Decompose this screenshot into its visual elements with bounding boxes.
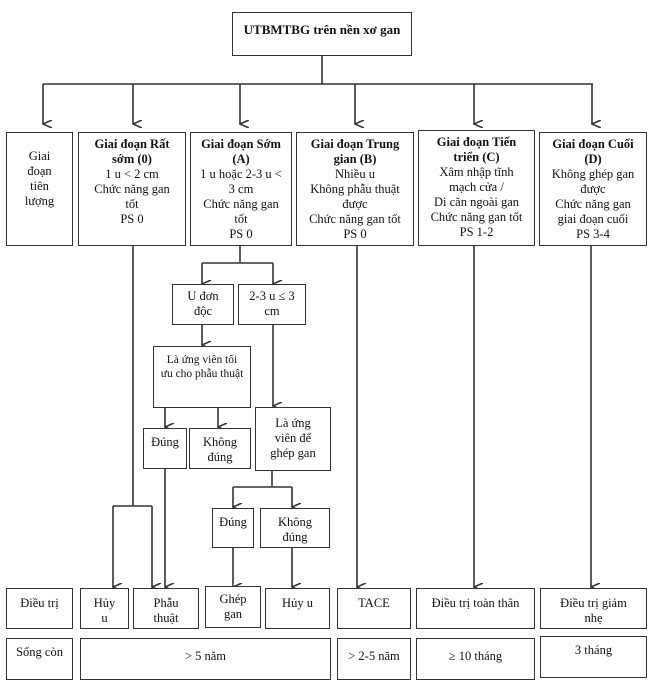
stage-label-line: Giai [28, 149, 51, 163]
treatment-line: Điều trị giảm [560, 596, 627, 610]
surgery-candidate-box: Là ứng viên tối ưu cho phẫu thuật [153, 346, 251, 408]
survival-value: 3 tháng [574, 643, 613, 657]
treatment-palliative-box: Điều trị giảm nhẹ [540, 588, 647, 629]
treatment-ablation-2-box: Hủy u [265, 588, 330, 629]
stage-box-terminal: Giai đoạn Cuối (D) Không ghép gan được C… [539, 132, 647, 246]
stage-criterion: mạch cửa / [449, 180, 504, 194]
stage-box-very-early: Giai đoạn Rất sớm (0) 1 u < 2 cm Chức nă… [78, 132, 186, 246]
survival-label-box: Sống còn [6, 638, 73, 680]
treatment-line: Phẫu [153, 596, 179, 610]
single-tumor-box: U đơn độc [172, 284, 234, 325]
stage-criterion: Di căn ngoài gan [433, 195, 520, 209]
multi-tumor-box: 2-3 u ≤ 3 cm [238, 284, 306, 325]
stage-box-advanced: Giai đoạn Tiến triển (C) Xâm nhập tĩnh m… [418, 130, 535, 246]
surgery-no-line: Không [202, 435, 238, 449]
treatment-line: thuật [153, 611, 179, 625]
stage-criterion: Xâm nhập tĩnh [439, 165, 514, 179]
survival-2-5-years-box: > 2-5 năm [337, 638, 411, 680]
stage-criterion: PS 0 [343, 227, 367, 241]
treatment-line: Hủy u [282, 596, 313, 610]
stage-criterion: Chức năng gan [555, 197, 631, 211]
stage-criterion: 3 cm [228, 182, 254, 196]
treatment-systemic-box: Điều trị toàn thân [416, 588, 535, 629]
stage-criterion: 1 u < 2 cm [105, 167, 159, 181]
surgery-no-line: đúng [207, 450, 233, 464]
survival-5-years-box: > 5 năm [80, 638, 331, 680]
surgery-yes-box: Đúng [143, 428, 187, 469]
surgery-yes-label: Đúng [151, 435, 179, 449]
treatment-tace-box: TACE [337, 588, 411, 629]
stage-title: Giai đoạn Trung [310, 137, 400, 151]
transplant-candidate-line: Là ứng [275, 416, 311, 430]
stage-title: Giai đoạn Sớm [201, 137, 281, 151]
survival-value: ≥ 10 tháng [448, 649, 503, 663]
stage-label-box: Giai đoạn tiên lượng [6, 132, 73, 246]
root-title: UTBMTBG trên nền xơ gan [243, 22, 401, 37]
stage-criterion: Nhiều u [335, 167, 375, 181]
treatment-line: Điều trị toàn thân [431, 596, 520, 610]
treatment-line: nhẹ [584, 611, 603, 625]
transplant-candidate-line: ghép gan [270, 446, 316, 460]
surgery-candidate-line: Là ứng viên tối [166, 354, 238, 366]
stage-criterion: Chức năng gan [203, 197, 279, 211]
stage-box-early: Giai đoạn Sớm (A) 1 u hoặc 2-3 u < 3 cm … [190, 132, 292, 246]
stage-title: Giai đoạn Rất [94, 137, 170, 151]
transplant-yes-label: Đúng [219, 515, 247, 529]
single-tumor-line: độc [193, 304, 213, 318]
transplant-yes-box: Đúng [212, 508, 254, 548]
treatment-line: u [101, 611, 108, 625]
survival-value: > 2-5 năm [348, 649, 400, 663]
single-tumor-line: U đơn [187, 289, 219, 303]
survival-value: > 5 năm [184, 649, 227, 663]
transplant-no-box: Không đúng [260, 508, 330, 548]
transplant-no-line: Không [277, 515, 313, 529]
stage-criterion: được [342, 197, 368, 211]
root-box: UTBMTBG trên nền xơ gan [232, 12, 412, 56]
stage-criterion: PS 0 [229, 227, 253, 241]
stage-criterion: PS 0 [120, 212, 144, 226]
stage-criterion: 1 u hoặc 2-3 u < [200, 167, 282, 181]
treatment-line: Hủy [93, 596, 116, 610]
treatment-ablation-box: Hủy u [80, 588, 129, 629]
stage-title: (D) [584, 152, 602, 166]
stage-criterion: tốt [125, 197, 139, 211]
survival-10-months-box: ≥ 10 tháng [416, 638, 535, 680]
treatment-line: gan [223, 607, 243, 621]
treatment-line: TACE [358, 596, 390, 610]
surgery-no-box: Không đúng [189, 428, 251, 469]
stage-title: Giai đoạn Tiến [436, 135, 517, 149]
stage-title: sớm (0) [112, 152, 152, 166]
stage-title: Giai đoạn Cuối [552, 137, 634, 151]
treatment-label-box: Điều trị [6, 588, 73, 629]
stage-criterion: Chức năng gan [94, 182, 170, 196]
stage-criterion: Không phẫu thuật [310, 182, 400, 196]
stage-criterion: giai đoạn cuối [557, 212, 629, 226]
transplant-no-line: đúng [282, 530, 308, 544]
treatment-surgery-box: Phẫu thuật [133, 588, 199, 629]
stage-title: (A) [232, 152, 250, 166]
stage-title: gian (B) [333, 152, 377, 166]
transplant-candidate-line: viên để [274, 431, 312, 445]
stage-label-line: tiên [30, 179, 49, 193]
stage-criterion: PS 1-2 [459, 225, 494, 239]
stage-criterion: Không ghép gan [551, 167, 635, 181]
stage-criterion: Chức năng gan tốt [430, 210, 523, 224]
treatment-transplant-box: Ghép gan [205, 586, 261, 628]
multi-tumor-line: cm [264, 304, 280, 318]
stage-title: triển (C) [453, 150, 500, 164]
survival-3-months-box: 3 tháng [540, 636, 647, 678]
stage-criterion: được [580, 182, 606, 196]
stage-criterion: PS 3-4 [576, 227, 610, 241]
stage-box-intermediate: Giai đoạn Trung gian (B) Nhiều u Không p… [296, 132, 414, 246]
transplant-candidate-box: Là ứng viên để ghép gan [255, 407, 331, 471]
stage-label-line: lượng [24, 194, 55, 208]
survival-label: Sống còn [16, 645, 63, 659]
stage-label-line: đoạn [27, 164, 52, 178]
stage-criterion: tốt [234, 212, 248, 226]
treatment-line: Ghép [219, 592, 247, 606]
treatment-label: Điều trị [20, 596, 59, 610]
stage-criterion: Chức năng gan tốt [309, 212, 401, 226]
multi-tumor-line: 2-3 u ≤ 3 [249, 289, 295, 303]
surgery-candidate-line: ưu cho phẫu thuật [160, 368, 244, 380]
